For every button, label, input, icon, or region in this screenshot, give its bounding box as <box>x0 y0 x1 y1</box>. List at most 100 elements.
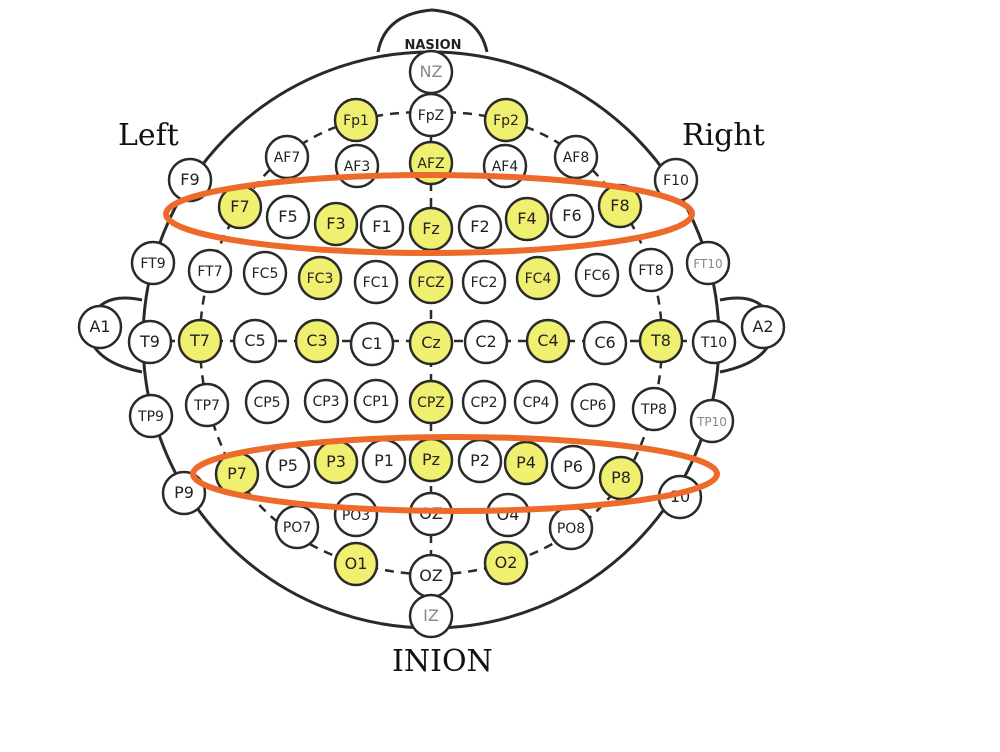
electrode-fp2: Fp2 <box>483 97 529 143</box>
electrode-circle <box>184 382 230 428</box>
electrode-circle <box>408 92 454 138</box>
electrode-c6: C6 <box>582 320 628 366</box>
inion-label: INION <box>392 644 493 679</box>
electrode-label: FCZ <box>417 275 444 291</box>
electrode-o2: O2 <box>483 540 529 586</box>
electrode-circle <box>485 492 531 538</box>
electrode-pz: Pz <box>408 437 454 483</box>
electrode-label: Fp2 <box>493 113 519 129</box>
electrode-label: F6 <box>562 206 581 225</box>
electrode-circle <box>461 379 507 425</box>
electrode-cp6: CP6 <box>570 382 616 428</box>
electrode-cp2: CP2 <box>461 379 507 425</box>
electrode-circle <box>242 250 288 296</box>
electrode-fc3: FC3 <box>297 255 343 301</box>
electrode-t8: T8 <box>638 318 684 364</box>
electrode-circle <box>582 320 628 366</box>
electrode-tp9: TP9 <box>128 393 174 439</box>
electrode-label: T7 <box>189 331 210 350</box>
nasion-bump <box>376 8 489 53</box>
electrode-p5: P5 <box>265 443 311 489</box>
electrode-label: P9 <box>174 483 194 502</box>
electrode-oz: OZ <box>408 553 454 599</box>
electrode-o1: O1 <box>333 541 379 587</box>
electrode-label: F10 <box>663 173 689 189</box>
electrode-circle <box>127 319 173 365</box>
electrode-circle <box>483 97 529 143</box>
electrode-circle <box>515 255 561 301</box>
electrode-f6: F6 <box>549 193 595 239</box>
electrode-circle <box>349 321 395 367</box>
electrode-c5: C5 <box>232 318 278 364</box>
electrode-label: AF3 <box>344 159 371 175</box>
electrode-circle <box>333 541 379 587</box>
electrode-po3: PO3 <box>333 492 379 538</box>
electrode-fc1: FC1 <box>353 259 399 305</box>
electrode-circle <box>265 194 311 240</box>
electrode-circle <box>525 318 571 364</box>
electrode-label: Pz <box>422 450 440 469</box>
electrode-label: F3 <box>326 214 345 233</box>
electrode-label: C3 <box>306 331 327 350</box>
electrode-label: CP6 <box>579 398 606 414</box>
electrode-circle <box>483 540 529 586</box>
electrode-af8: AF8 <box>553 134 599 180</box>
electrode-label: Fz <box>422 219 440 238</box>
electrode-f4: F4 <box>504 196 550 242</box>
electrode-label: FT7 <box>197 264 222 280</box>
electrode-t9: T9 <box>127 319 173 365</box>
electrode-circle <box>553 134 599 180</box>
electrode-p2: P2 <box>457 438 503 484</box>
electrode-p1: P1 <box>361 438 407 484</box>
electrode-fp1: Fp1 <box>333 97 379 143</box>
electrode-label: P2 <box>470 451 490 470</box>
electrode-po4: O4 <box>485 492 531 538</box>
electrode-cz: Cz <box>408 320 454 366</box>
electrode-circle <box>333 97 379 143</box>
electrode-label: O1 <box>345 554 368 573</box>
electrode-cp3: CP3 <box>303 378 349 424</box>
electrode-circle <box>628 247 674 293</box>
electrode-circle <box>598 455 644 501</box>
electrode-label: F9 <box>180 170 199 189</box>
electrode-fc4: FC4 <box>515 255 561 301</box>
electrode-tp10: TP10 <box>689 398 735 444</box>
electrode-label: C6 <box>594 333 615 352</box>
electrode-label: FC3 <box>307 271 334 287</box>
electrode-label: FT8 <box>638 263 663 279</box>
electrode-iz: IZ <box>408 593 454 639</box>
electrode-f3: F3 <box>313 201 359 247</box>
electrode-label: P6 <box>563 457 583 476</box>
electrode-label: FC1 <box>363 275 390 291</box>
electrode-circle <box>294 318 340 364</box>
electrode-t7: T7 <box>177 318 223 364</box>
electrode-f8: F8 <box>597 183 643 229</box>
electrode-circle <box>463 319 509 365</box>
electrode-circle <box>457 204 503 250</box>
electrode-f9: F9 <box>167 157 213 203</box>
electrode-label: CP4 <box>522 395 549 411</box>
electrode-af4: AF4 <box>482 143 528 189</box>
electrode-label: CP3 <box>312 394 339 410</box>
electrode-f7: F7 <box>217 184 263 230</box>
electrode-label: AF4 <box>492 159 519 175</box>
electrode-circle <box>161 470 207 516</box>
right-label: Right <box>682 118 765 153</box>
electrode-circle <box>77 304 123 350</box>
electrode-circle <box>574 252 620 298</box>
electrode-label: CP5 <box>253 395 280 411</box>
electrode-label: T10 <box>700 335 727 351</box>
electrode-label: FC6 <box>584 268 611 284</box>
electrode-label: FT9 <box>140 256 165 272</box>
electrode-po8: PO8 <box>548 505 594 551</box>
electrode-label: IZ <box>423 606 439 625</box>
electrode-label: CP2 <box>470 395 497 411</box>
electrode-circle <box>130 240 176 286</box>
electrode-af7: AF7 <box>264 134 310 180</box>
electrode-circle <box>408 593 454 639</box>
electrode-label: O2 <box>495 553 518 572</box>
electrode-label: CP1 <box>362 394 389 410</box>
electrode-circle <box>232 318 278 364</box>
electrode-label: C1 <box>361 334 382 353</box>
